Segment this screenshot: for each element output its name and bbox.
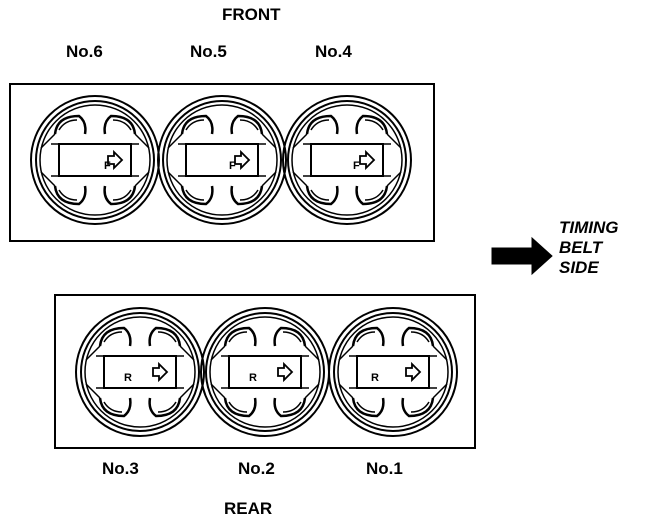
cylinder-label-no4: No.4 [315,42,352,61]
rear-label: REAR [224,499,273,518]
cylinder-label-no2: No.2 [238,459,275,478]
side-word: SIDE [559,258,599,277]
piston-no4 [281,94,413,226]
piston-mark-no1: R [371,372,379,384]
piston-no1 [327,306,459,438]
piston-mark-no3: R [124,372,132,384]
piston-mark-no5: F [229,160,236,172]
piston-no3 [74,306,206,438]
piston-no2 [199,306,331,438]
cylinder-label-no6: No.6 [66,42,103,61]
piston-no6 [29,94,161,226]
cylinder-label-no3: No.3 [102,459,139,478]
cylinder-label-no1: No.1 [366,459,403,478]
timing-belt-side-label: TIMING BELT SIDE [559,218,619,278]
timing-belt-arrow-icon [491,236,553,276]
piston-no5 [156,94,288,226]
rear-bank-outline [54,294,476,449]
piston-mark-no4: F [353,160,360,172]
piston-mark-no6: F [104,160,111,172]
cylinder-label-no5: No.5 [190,42,227,61]
front-label: FRONT [222,5,281,24]
timing-word: TIMING [559,218,619,237]
front-bank-outline [9,83,435,242]
belt-word: BELT [559,238,603,257]
piston-mark-no2: R [249,372,257,384]
